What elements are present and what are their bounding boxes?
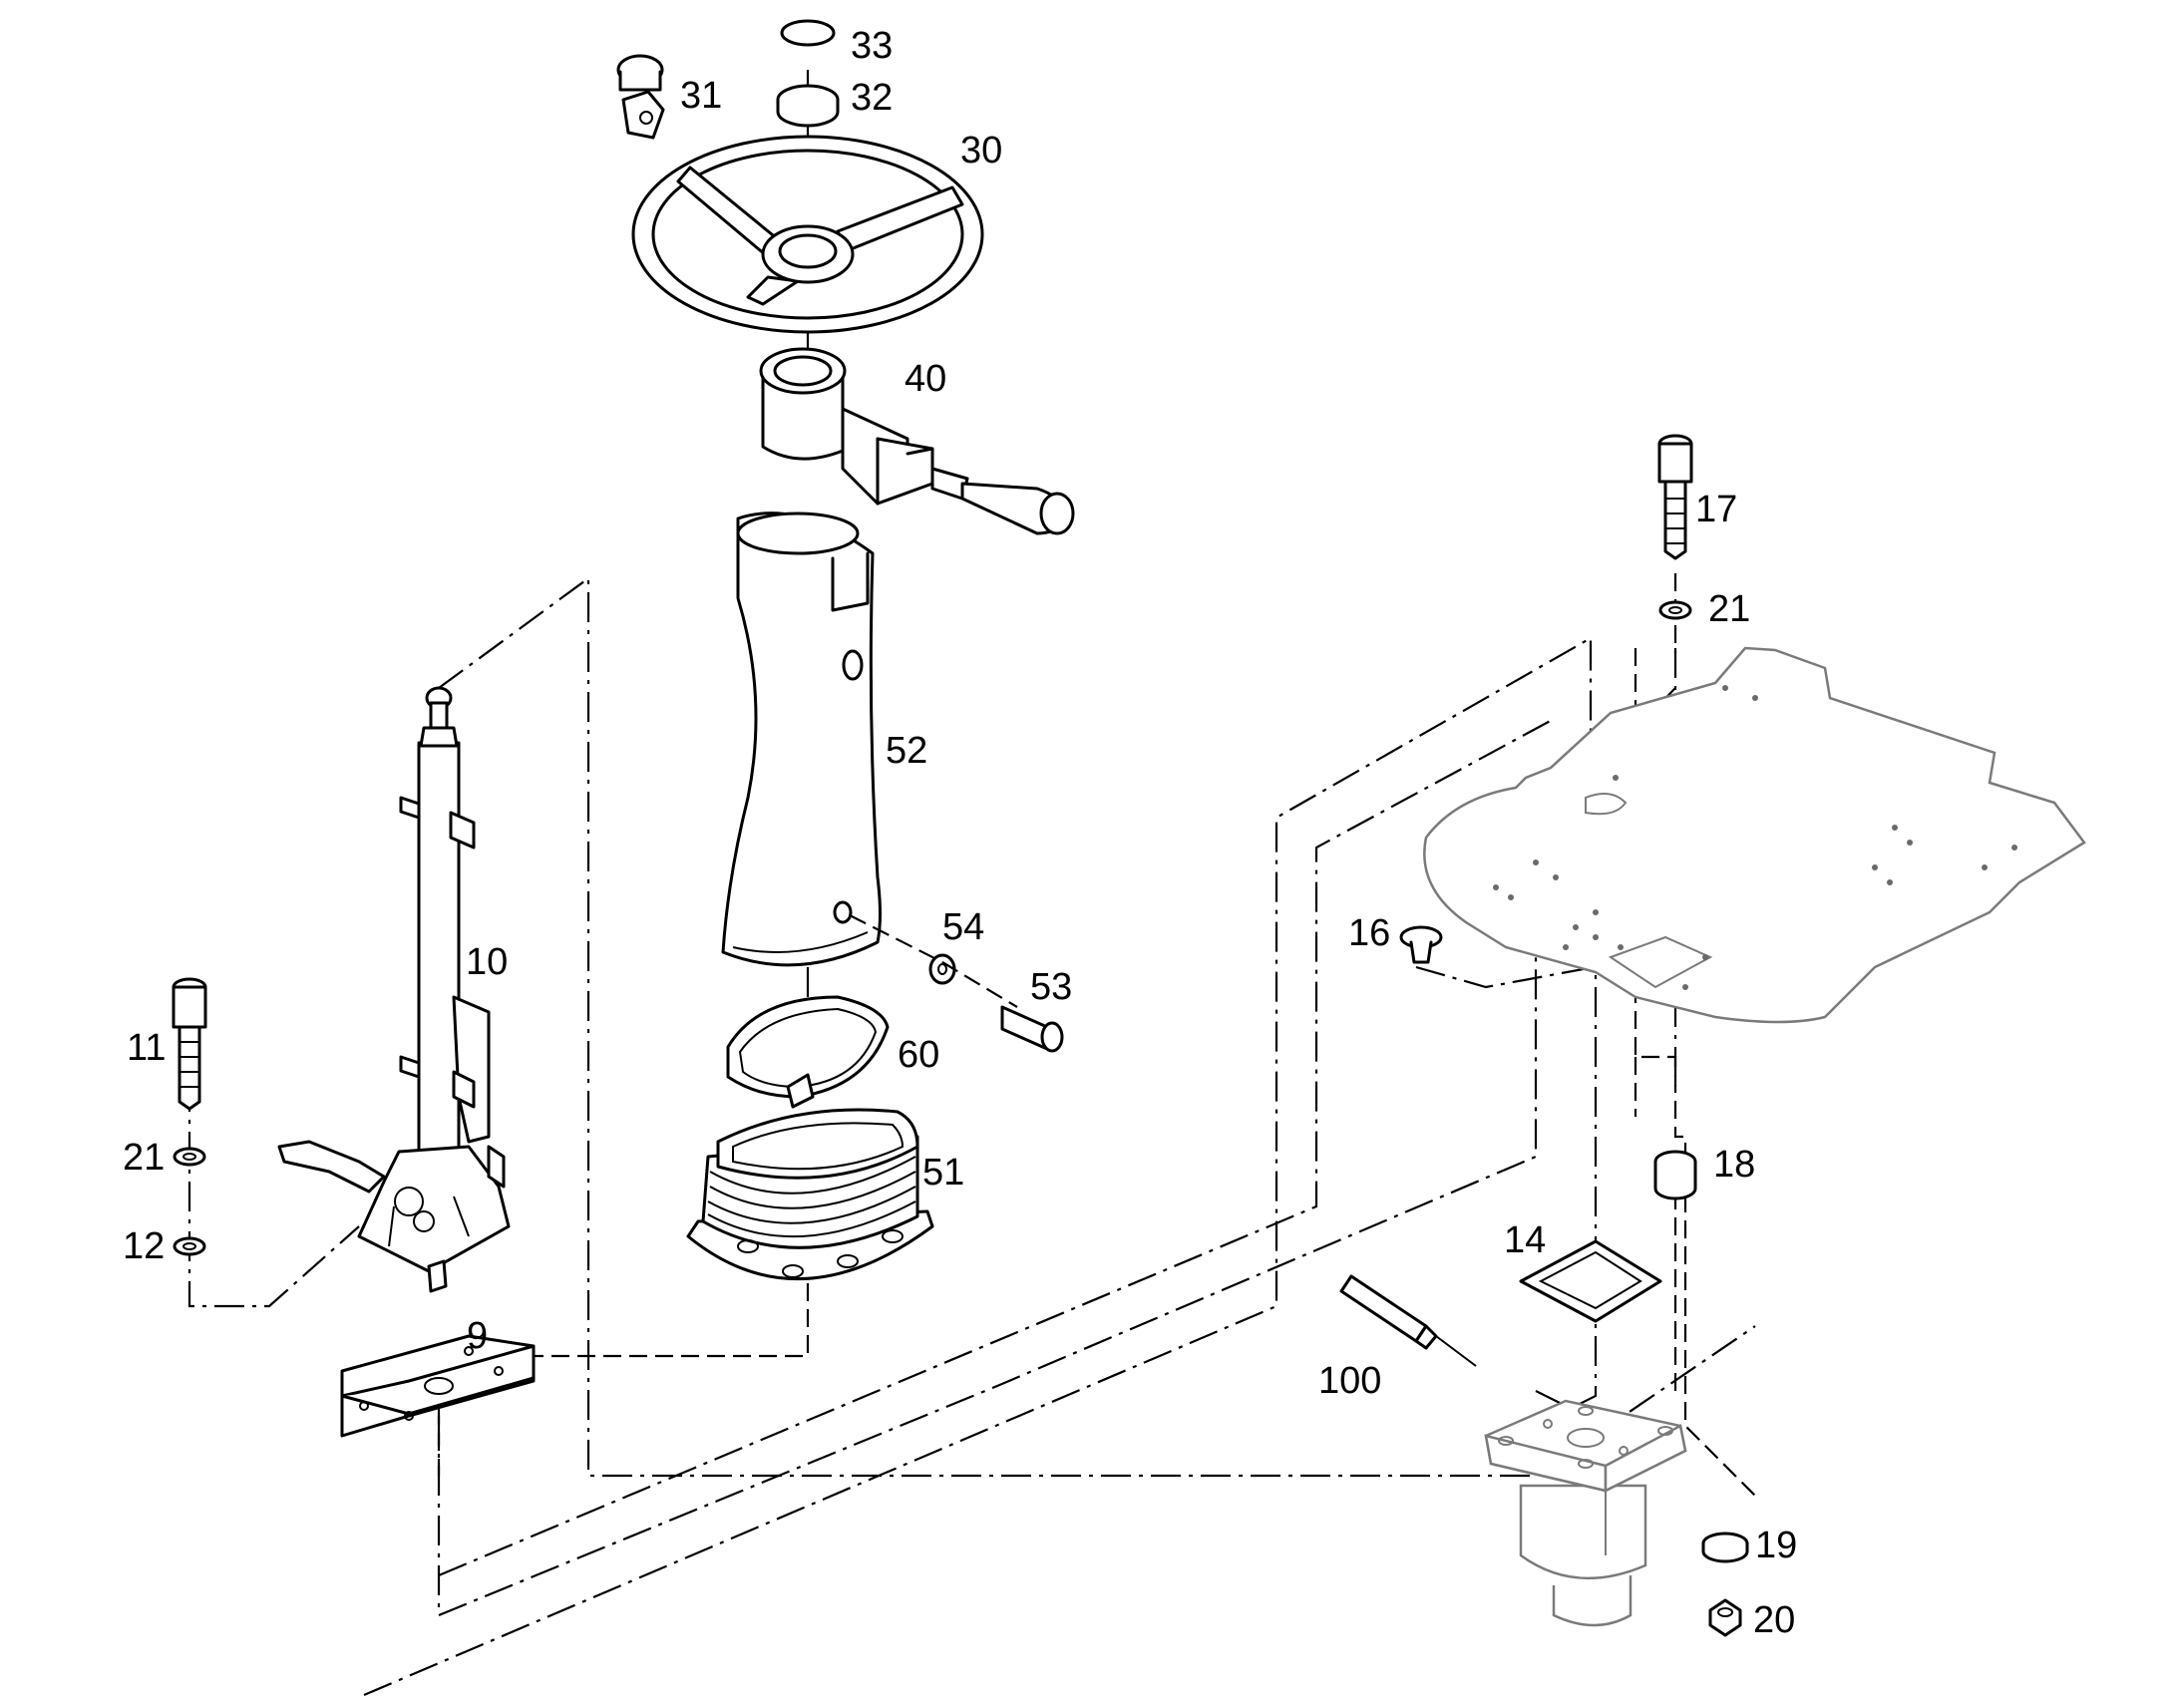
label-17: 17 — [1695, 489, 1737, 530]
sealant-tube — [1339, 1274, 1477, 1367]
clamp-ring — [726, 995, 890, 1109]
pin-axis — [849, 914, 1018, 1008]
washer-12 — [173, 1236, 206, 1256]
label-40: 40 — [905, 358, 946, 400]
pin-53 — [1000, 1005, 1064, 1053]
mounting-plate — [340, 1334, 536, 1438]
steering-unit — [1484, 1399, 1687, 1627]
steering-column — [277, 686, 511, 1293]
label-11: 11 — [127, 1027, 166, 1069]
nut-20 — [1708, 1598, 1742, 1637]
label-30: 30 — [960, 130, 1002, 171]
label-31: 31 — [680, 75, 722, 117]
label-21-left: 21 — [123, 1137, 165, 1179]
label-14: 14 — [1504, 1219, 1546, 1261]
knob-31 — [616, 54, 665, 140]
washer-21-right — [1658, 600, 1692, 620]
bolt-11 — [172, 977, 207, 1111]
steering-wheel — [631, 135, 984, 334]
label-12: 12 — [123, 1225, 165, 1267]
grommet-16 — [1399, 925, 1443, 964]
washer-19 — [1701, 1532, 1749, 1563]
label-33: 33 — [851, 25, 893, 67]
column-shroud — [721, 512, 882, 967]
label-53: 53 — [1030, 966, 1072, 1008]
label-19: 19 — [1755, 1525, 1797, 1566]
label-54: 54 — [942, 906, 984, 948]
floor-plate — [1423, 646, 2086, 1024]
rubber-mount-18 — [1653, 1150, 1697, 1200]
cap-33 — [780, 19, 836, 47]
rubber-boot — [686, 1108, 934, 1281]
label-20: 20 — [1753, 1599, 1795, 1641]
bolt-17 — [1657, 434, 1693, 560]
washer-21-left — [173, 1147, 206, 1167]
label-51: 51 — [922, 1152, 964, 1194]
label-21-right: 21 — [1708, 588, 1750, 630]
label-52: 52 — [886, 730, 927, 772]
washer-54 — [928, 953, 956, 985]
label-16: 16 — [1348, 912, 1390, 954]
label-10: 10 — [466, 941, 508, 983]
gasket-14 — [1519, 1239, 1662, 1323]
label-100: 100 — [1318, 1360, 1381, 1402]
label-60: 60 — [898, 1034, 939, 1076]
label-9: 9 — [467, 1315, 488, 1357]
label-32: 32 — [851, 77, 893, 119]
cap-32 — [776, 84, 840, 128]
label-18: 18 — [1713, 1144, 1755, 1186]
part-number-labels: 9 10 11 12 14 16 17 18 19 20 21 21 30 31… — [123, 25, 1797, 1641]
combination-switch — [759, 347, 1075, 535]
